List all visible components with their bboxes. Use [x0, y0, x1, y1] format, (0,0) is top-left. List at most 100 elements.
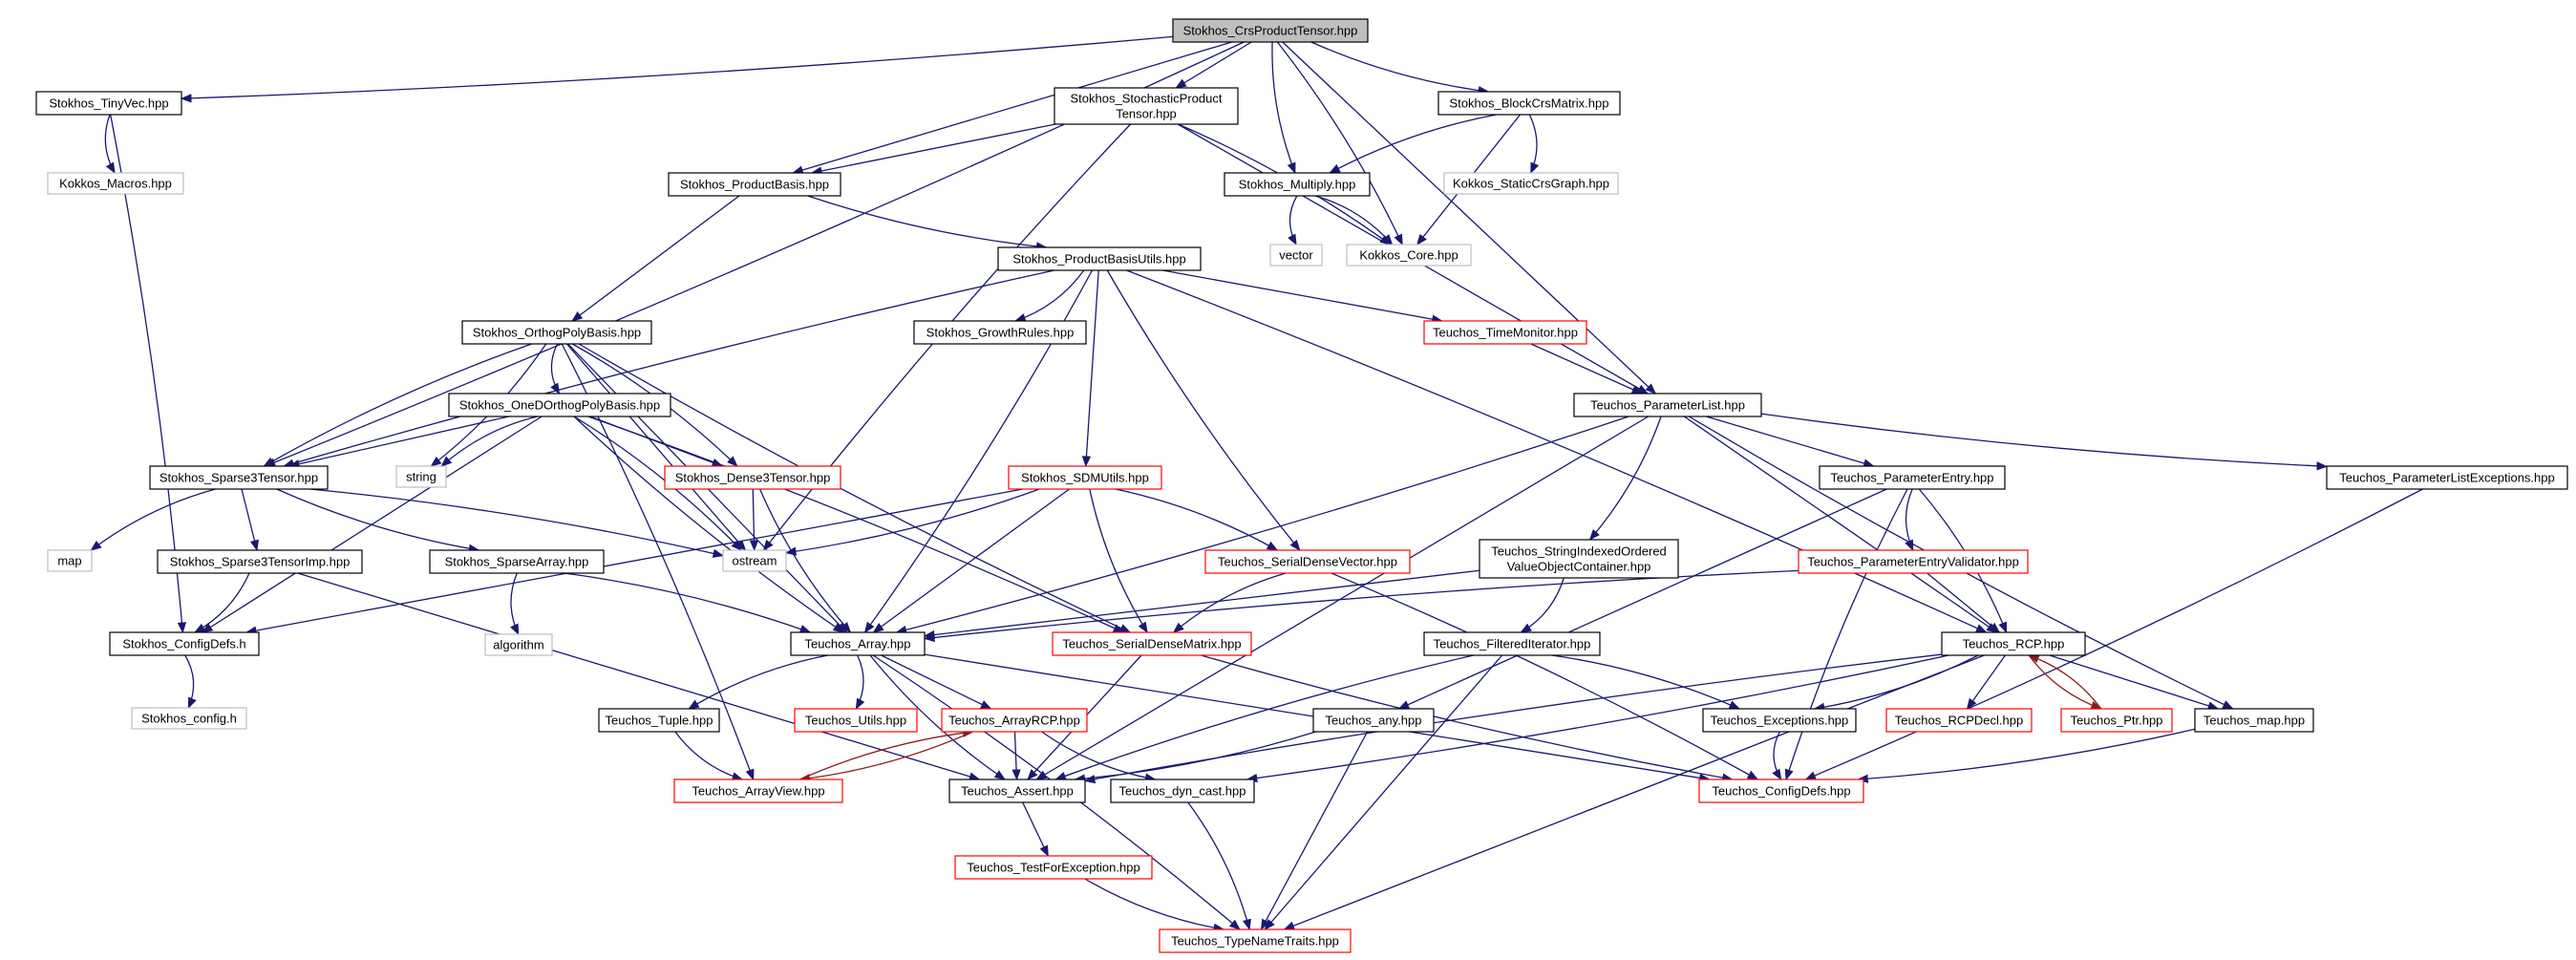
edge-pbutils-to-sdmutils — [1081, 269, 1099, 468]
node-blockcrs[interactable]: Stokhos_BlockCrsMatrix.hpp — [1437, 91, 1621, 116]
node-array[interactable]: Teuchos_Array.hpp — [790, 631, 926, 656]
node-tinyvec[interactable]: Stokhos_TinyVec.hpp — [35, 91, 182, 116]
node-box-timemon — [1423, 320, 1587, 345]
node-box-blockcrs — [1437, 91, 1621, 116]
edge-dense3-to-ostream — [749, 488, 759, 552]
node-kmacros[interactable]: Kokkos_Macros.hpp — [47, 172, 184, 195]
edge-sdmutils-to-serialvec — [1115, 488, 1279, 551]
node-growth[interactable]: Stokhos_GrowthRules.hpp — [913, 320, 1087, 345]
edge-blockcrs-to-kstatic — [1528, 114, 1540, 175]
node-label-sparse3: Stokhos_Sparse3Tensor.hpp — [160, 471, 318, 485]
node-box-serialvec — [1204, 549, 1411, 574]
node-box-sparse3 — [149, 465, 329, 490]
node-sdmutils[interactable]: Stokhos_SDMUtils.hpp — [1008, 465, 1162, 490]
node-utils[interactable]: Teuchos_Utils.hpp — [794, 708, 918, 733]
node-box-stochprod — [1054, 87, 1239, 125]
node-label-paramlist: Teuchos_ParameterList.hpp — [1590, 398, 1745, 413]
node-label-blockcrs: Stokhos_BlockCrsMatrix.hpp — [1450, 96, 1609, 111]
edge-crs-to-stochprod — [1175, 41, 1252, 89]
node-vector[interactable]: vector — [1269, 244, 1323, 267]
node-tconfigdefs[interactable]: Teuchos_ConfigDefs.hpp — [1698, 779, 1864, 803]
edge-rcp-to-rcpdecl — [1966, 654, 2006, 710]
edge-paramentry-to-tconfigdefs — [1784, 488, 1908, 781]
node-exceptions[interactable]: Teuchos_Exceptions.hpp — [1702, 708, 1857, 733]
edge-ptr-to-rcp — [2028, 654, 2102, 710]
node-rcpdecl[interactable]: Teuchos_RCPDecl.hpp — [1885, 708, 2033, 733]
node-pbutils[interactable]: Stokhos_ProductBasisUtils.hpp — [997, 246, 1202, 271]
edge-rcp-to-exceptions — [1813, 654, 1979, 712]
edge-sdmutils-to-ostream — [784, 488, 1040, 556]
node-label-any: Teuchos_any.hpp — [1326, 714, 1422, 728]
node-timemon[interactable]: Teuchos_TimeMonitor.hpp — [1423, 320, 1587, 345]
node-rcp[interactable]: Teuchos_RCP.hpp — [1941, 631, 2086, 656]
edge-dense3-to-array — [758, 488, 852, 633]
node-label-prodbasis: Stokhos_ProductBasis.hpp — [680, 178, 829, 192]
node-configdefs_h[interactable]: Stokhos_ConfigDefs.h — [109, 631, 260, 656]
node-label-sconfig: Stokhos_config.h — [141, 712, 237, 726]
edge-sdmutils-to-array — [872, 488, 1070, 633]
node-arrayrcp[interactable]: Teuchos_ArrayRCP.hpp — [941, 708, 1088, 733]
edge-filtered-to-exceptions — [1551, 654, 1741, 710]
edge-paramlist-to-assert — [1035, 416, 1650, 780]
node-label-serialvec: Teuchos_SerialDenseVector.hpp — [1218, 555, 1397, 569]
node-tuple[interactable]: Teuchos_Tuple.hpp — [598, 708, 720, 733]
node-map[interactable]: map — [47, 549, 93, 572]
edge-paramlist-to-array — [895, 416, 1629, 634]
node-label-serialmat: Teuchos_SerialDenseMatrix.hpp — [1062, 637, 1241, 651]
node-filtered[interactable]: Teuchos_FilteredIterator.hpp — [1423, 631, 1601, 656]
edge-prodbasis-to-pbutils — [807, 195, 1048, 251]
edge-orthopoly-to-sparse3 — [263, 343, 532, 467]
node-pev[interactable]: Teuchos_ParameterEntryValidator.hpp — [1798, 549, 2029, 574]
node-oned[interactable]: Stokhos_OneDOrthogPolyBasis.hpp — [448, 393, 671, 417]
node-testexc[interactable]: Teuchos_TestForException.hpp — [954, 855, 1153, 880]
node-string[interactable]: string — [395, 465, 447, 488]
node-label-tinyvec: Stokhos_TinyVec.hpp — [49, 96, 168, 111]
node-label-paramentry: Teuchos_ParameterEntry.hpp — [1830, 471, 1993, 485]
node-arrayview[interactable]: Teuchos_ArrayView.hpp — [673, 779, 843, 803]
node-sparse3imp[interactable]: Stokhos_Sparse3TensorImp.hpp — [157, 549, 363, 574]
node-label-dense3: Stokhos_Dense3Tensor.hpp — [675, 471, 831, 485]
node-serialvec[interactable]: Teuchos_SerialDenseVector.hpp — [1204, 549, 1411, 574]
node-paramlist[interactable]: Teuchos_ParameterList.hpp — [1573, 393, 1762, 417]
edge-sdmutils-to-configdefs_h — [245, 488, 1024, 635]
node-sconfig[interactable]: Stokhos_config.h — [131, 707, 247, 730]
node-any[interactable]: Teuchos_any.hpp — [1312, 708, 1435, 733]
node-kcore[interactable]: Kokkos_Core.hpp — [1346, 244, 1472, 267]
node-label-plexc: Teuchos_ParameterListExceptions.hpp — [2339, 471, 2554, 485]
node-orthopoly[interactable]: Stokhos_OrthogPolyBasis.hpp — [461, 320, 652, 345]
node-kstatic[interactable]: Kokkos_StaticCrsGraph.hpp — [1443, 172, 1619, 195]
node-algorithm[interactable]: algorithm — [484, 633, 553, 656]
node-plexc[interactable]: Teuchos_ParameterListExceptions.hpp — [2326, 465, 2568, 490]
node-assert[interactable]: Teuchos_Assert.hpp — [948, 779, 1086, 803]
edge-rcp-to-dyncast — [1245, 654, 1949, 783]
node-dense3[interactable]: Stokhos_Dense3Tensor.hpp — [664, 465, 841, 490]
node-ptr[interactable]: Teuchos_Ptr.hpp — [2060, 708, 2173, 733]
node-label-string: string — [406, 470, 436, 484]
node-multiply[interactable]: Stokhos_Multiply.hpp — [1224, 172, 1371, 197]
node-box-string — [395, 465, 447, 488]
edge-stridx-to-filtered — [1520, 577, 1565, 633]
node-typename[interactable]: Teuchos_TypeNameTraits.hpp — [1159, 928, 1352, 953]
node-box-rcpdecl — [1885, 708, 2033, 733]
node-box-paramlist — [1573, 393, 1762, 417]
edge-stridx-to-array — [923, 569, 1480, 640]
node-sparse3[interactable]: Stokhos_Sparse3Tensor.hpp — [149, 465, 329, 490]
node-crs[interactable]: Stokhos_CrsProductTensor.hpp — [1172, 18, 1369, 43]
edge-crs-to-kcore — [1276, 41, 1403, 246]
node-box-any — [1312, 708, 1435, 733]
node-box-crs — [1172, 18, 1369, 43]
node-prodbasis[interactable]: Stokhos_ProductBasis.hpp — [668, 172, 841, 197]
node-box-dense3 — [664, 465, 841, 490]
node-box-plexc — [2326, 465, 2568, 490]
edge-assert-to-testexc — [1022, 801, 1049, 858]
node-tmap[interactable]: Teuchos_map.hpp — [2194, 708, 2314, 733]
node-ostream[interactable]: ostream — [722, 549, 787, 572]
edge-filtered-to-assert — [1054, 654, 1474, 780]
node-sparsearr[interactable]: Stokhos_SparseArray.hpp — [429, 549, 605, 574]
node-dyncast[interactable]: Teuchos_dyn_cast.hpp — [1110, 779, 1255, 803]
node-paramentry[interactable]: Teuchos_ParameterEntry.hpp — [1819, 465, 2006, 490]
node-serialmat[interactable]: Teuchos_SerialDenseMatrix.hpp — [1052, 631, 1252, 656]
